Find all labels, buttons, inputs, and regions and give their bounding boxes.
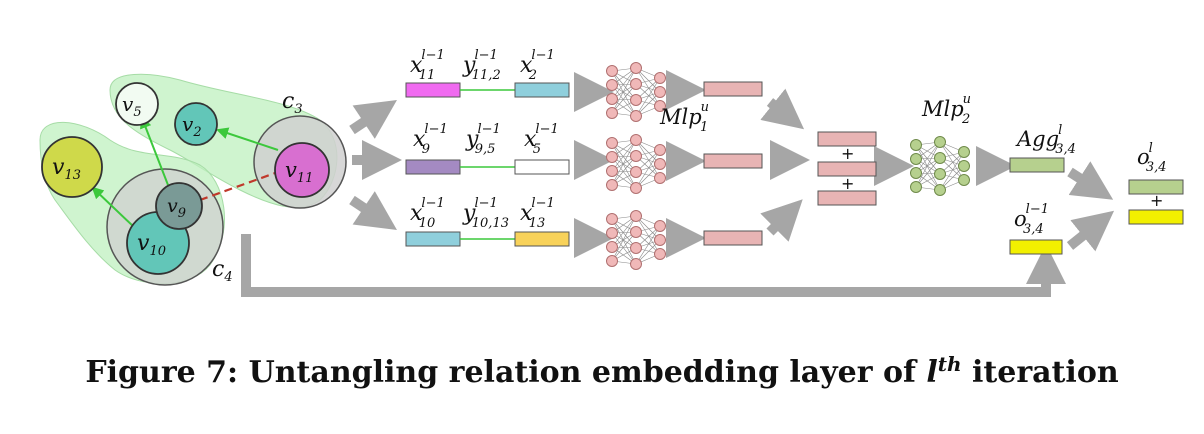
- node-v5-label: v: [122, 92, 134, 116]
- o-out-label: o: [1137, 145, 1150, 169]
- svg-text:v13: v13: [52, 155, 81, 183]
- svg-text:xl−110: xl−110: [410, 196, 445, 231]
- output-prev-part: [1128, 209, 1184, 225]
- svg-text:yl−111,2: yl−111,2: [462, 48, 501, 83]
- concat-block-2: [817, 161, 877, 177]
- flow-arrows: [241, 70, 1115, 297]
- svg-text:v5: v5: [122, 92, 142, 120]
- svg-text:xl−111: xl−111: [410, 48, 445, 83]
- x9-label: x: [413, 127, 426, 152]
- mlp1-output-1: [703, 81, 763, 97]
- mlp1-output-2: [703, 153, 763, 169]
- mlp2-net: [910, 136, 970, 196]
- node-v11-label: v: [285, 158, 297, 182]
- node-v2: [174, 102, 218, 146]
- cluster-c4-label: c: [212, 257, 224, 282]
- svg-text:xl−15: xl−15: [524, 122, 559, 157]
- svg-text:c3: c3: [282, 89, 303, 117]
- concat-plus-2: +: [841, 174, 854, 193]
- node-v9: [155, 182, 203, 230]
- x13-embedding: [514, 231, 570, 247]
- mlp1-output-3: [703, 230, 763, 246]
- cluster-c3-label: c: [282, 89, 294, 114]
- x11-embedding: [405, 82, 461, 98]
- arrow-to-row3: [349, 191, 397, 230]
- arrow-out3-to-concat: [760, 199, 803, 242]
- svg-text:yl−110,13: yl−110,13: [462, 196, 509, 231]
- concat-plus-1: +: [841, 144, 854, 163]
- svg-text:ol−13,4: ol−13,4: [1014, 202, 1049, 237]
- edge-v9-v11-dashed: [199, 170, 279, 202]
- x11-label: x: [410, 53, 423, 78]
- node-v2-label: v: [182, 112, 194, 136]
- x2-label: x: [520, 53, 533, 78]
- neural-net-icons: [606, 62, 970, 270]
- output-plus: +: [1150, 191, 1163, 210]
- y-10-13-label: y: [462, 201, 476, 226]
- o-prev-embedding: [1009, 239, 1063, 255]
- edge-v11-v2: [216, 127, 279, 151]
- svg-text:yl−19,5: yl−19,5: [465, 122, 501, 157]
- node-v13-label: v: [52, 155, 65, 180]
- svg-text:ol3,4: ol3,4: [1137, 141, 1167, 175]
- skip-connection-arrow: [241, 234, 1066, 297]
- svg-text:v11: v11: [285, 158, 313, 186]
- node-v9-label: v: [167, 195, 178, 217]
- mlp1-label: Mlp: [659, 105, 702, 129]
- svg-text:xl−19: xl−19: [413, 122, 448, 157]
- x5-embedding: [514, 159, 570, 175]
- x5-label: x: [524, 127, 537, 152]
- output-agg-part: [1128, 179, 1184, 195]
- node-v10-label: v: [137, 231, 150, 256]
- agg-label: Agg: [1015, 127, 1059, 151]
- x13-label: x: [520, 201, 533, 226]
- graph-panel: v5 v2 v13 v10 v9 v11 c3 c4: [39, 73, 347, 286]
- edge-v9-v5: [140, 116, 169, 186]
- svg-text:v9: v9: [167, 195, 186, 221]
- edge-v10-v13: [91, 186, 136, 229]
- x9-embedding: [405, 159, 461, 175]
- mlp1-net-row3: [606, 210, 666, 270]
- y-9-5-label: y: [465, 127, 479, 152]
- svg-text:v10: v10: [137, 231, 166, 259]
- svg-text:xl−12: xl−12: [520, 48, 555, 83]
- mlp1-net-row1: [606, 62, 666, 122]
- node-v5: [115, 82, 159, 126]
- x10-label: x: [410, 201, 423, 226]
- mlp1-net-row2: [606, 134, 666, 194]
- x10-embedding: [405, 231, 461, 247]
- mlp2-label: Mlp: [921, 97, 964, 121]
- node-v13: [41, 136, 103, 198]
- svg-text:c4: c4: [212, 257, 233, 285]
- agg-embedding: [1009, 157, 1065, 173]
- svg-text:v2: v2: [182, 112, 202, 140]
- arrow-out1-to-concat: [760, 88, 805, 130]
- y-11-2-label: y: [462, 53, 476, 78]
- arrow-prev-to-output: [1066, 210, 1115, 252]
- x2-embedding: [514, 82, 570, 98]
- concat-block-1: [817, 131, 877, 147]
- node-v11: [274, 142, 330, 198]
- arrow-agg-to-output: [1067, 161, 1114, 200]
- concat-block-3: [817, 190, 877, 206]
- o-prev-label: o: [1014, 207, 1027, 231]
- arrow-to-row1: [349, 100, 397, 139]
- figure-caption: Figure 7: Untangling relation embedding …: [85, 352, 1119, 390]
- svg-text:xl−113: xl−113: [520, 196, 555, 231]
